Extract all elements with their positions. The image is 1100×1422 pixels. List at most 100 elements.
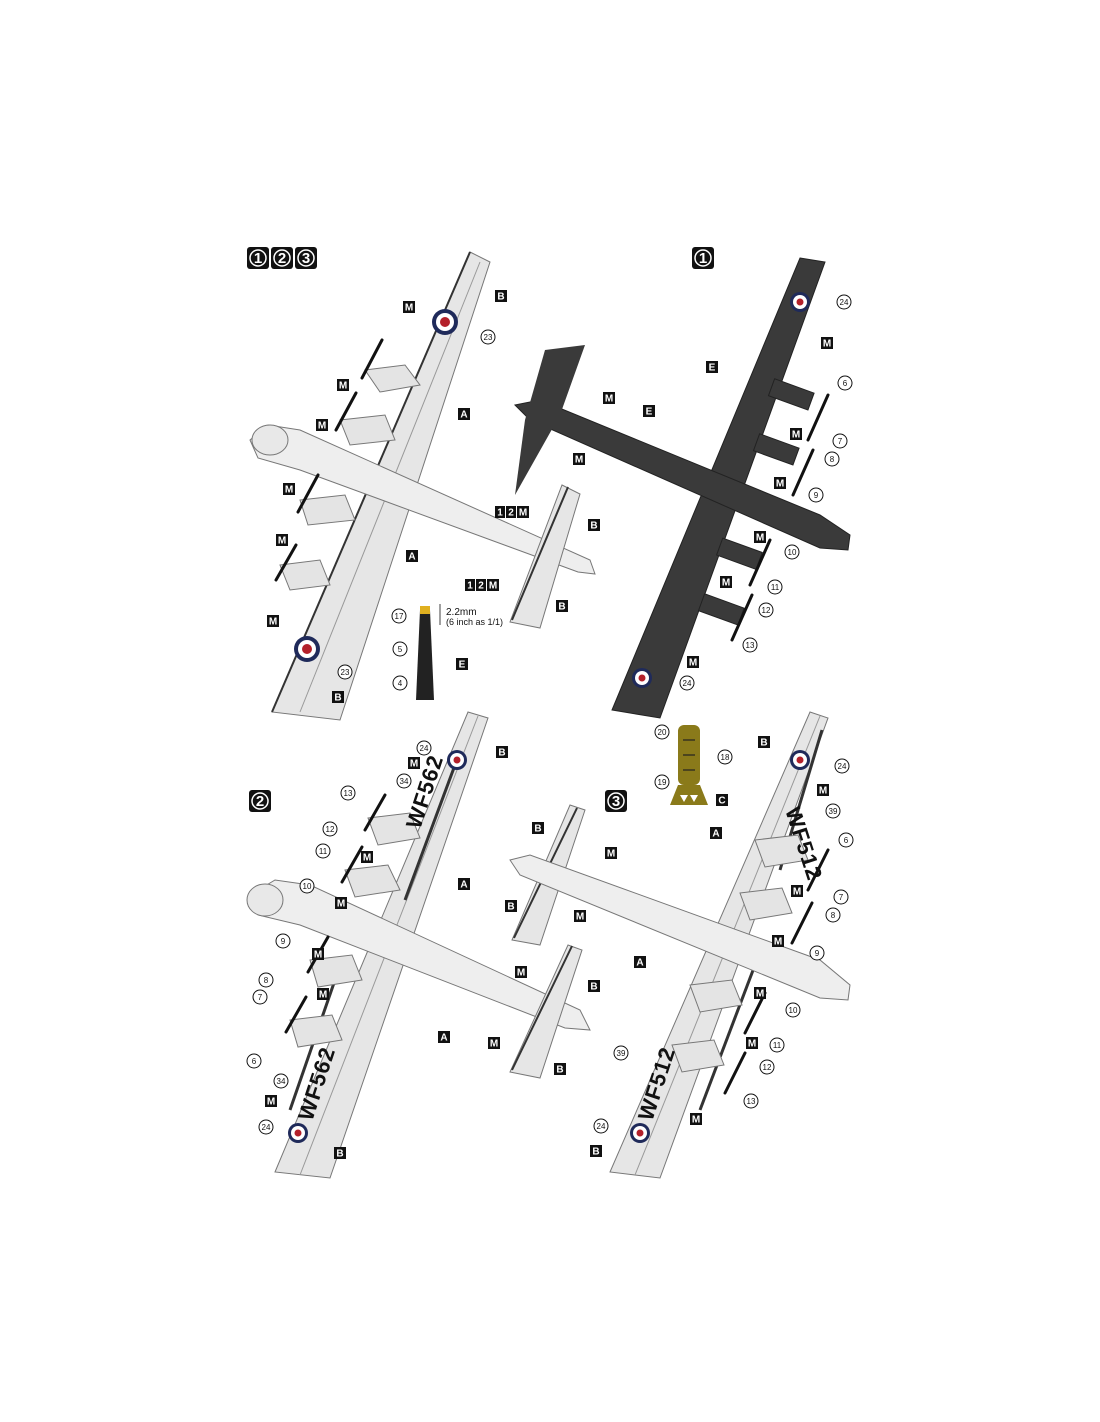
callout-letter-A: A (408, 552, 415, 563)
callout-box-scheme (465, 579, 475, 591)
roundel-dark-right-wing (790, 292, 810, 312)
callout-circle-18 (717, 749, 733, 765)
callout-circle-9 (275, 933, 291, 949)
callout-box-M (690, 1113, 702, 1125)
callout-letter-M: M (490, 1039, 498, 1050)
callout-number-9: 9 (814, 491, 819, 500)
roundel-scheme2-left (288, 1123, 308, 1143)
callout-circle-10 (784, 544, 800, 560)
callout-letter-B: B (334, 693, 341, 704)
callout-circle-17 (391, 608, 407, 624)
callout-box-E (456, 658, 468, 670)
callout-box-M (488, 1037, 500, 1049)
callout-circle-12 (322, 821, 338, 837)
callout-letter-M: M (517, 968, 525, 979)
callout-letter-B: B (556, 1065, 563, 1076)
callout-letter-M: M (819, 786, 827, 797)
callout-box-M (791, 885, 803, 897)
callout-letter-M: M (692, 1115, 700, 1126)
callout-circle-6 (837, 375, 853, 391)
roundel-upper-right-wing (432, 309, 458, 335)
callout-letter-B: B (592, 1147, 599, 1158)
callout-letter-M: M (337, 899, 345, 910)
callout-circle-13 (340, 785, 356, 801)
callout-number-17: 17 (395, 612, 404, 621)
callout-circle-7 (833, 889, 849, 905)
callout-box-B (758, 736, 770, 748)
callout-letter-M: M (793, 887, 801, 898)
callout-letter-M: M (405, 303, 413, 314)
callout-number-39: 39 (617, 1049, 626, 1058)
callout-box-A (458, 408, 470, 420)
callout-circle-19 (654, 774, 670, 790)
callout-box-M (487, 579, 499, 591)
callout-scheme-number: 1 (467, 581, 473, 592)
callout-circle-24 (836, 294, 852, 310)
callout-number-13: 13 (746, 641, 755, 650)
callout-number-9: 9 (815, 949, 820, 958)
callout-box-M (317, 988, 329, 1000)
callout-number-23: 23 (484, 333, 493, 342)
roundel-upper-left-wing (294, 636, 320, 662)
callout-letter-M: M (689, 658, 697, 669)
callout-scheme-number: 2 (478, 581, 484, 592)
callout-circle-20 (654, 724, 670, 740)
callout-number-9: 9 (281, 937, 286, 946)
callout-circle-23 (480, 329, 496, 345)
callout-letter-M: M (823, 339, 831, 350)
callout-letter-A: A (712, 829, 719, 840)
callout-box-M (687, 656, 699, 668)
callout-number-7: 7 (839, 893, 844, 902)
callout-box-M (720, 576, 732, 588)
callout-circle-8 (825, 907, 841, 923)
callout-circle-24 (593, 1118, 609, 1134)
callout-letter-A: A (440, 1033, 447, 1044)
callout-number-23: 23 (341, 668, 350, 677)
callout-letter-M: M (605, 394, 613, 405)
callout-letter-M: M (363, 853, 371, 864)
callout-box-M (790, 428, 802, 440)
callout-circle-4 (392, 675, 408, 691)
callout-box-M (817, 784, 829, 796)
callout-box-M (276, 534, 288, 546)
callout-number-8: 8 (831, 911, 836, 920)
callout-box-M (821, 337, 833, 349)
callout-box-B (334, 1147, 346, 1159)
callout-box-B (495, 290, 507, 302)
propeller-detail: 2.2mm (6 inch as 1/1) (416, 604, 503, 700)
callout-box-B (532, 822, 544, 834)
callout-number-4: 4 (398, 679, 403, 688)
callout-letter-E: E (709, 363, 716, 374)
callout-box-A (406, 550, 418, 562)
callout-number-11: 11 (773, 1041, 782, 1050)
callout-letter-B: B (590, 982, 597, 993)
callout-number-24: 24 (840, 298, 849, 307)
callout-box-A (710, 827, 722, 839)
callout-circle-11 (767, 579, 783, 595)
callout-box-M (335, 897, 347, 909)
callout-box-M (403, 301, 415, 313)
callout-number-34: 34 (400, 777, 409, 786)
callout-circle-8 (258, 972, 274, 988)
callout-letter-M: M (722, 578, 730, 589)
callout-letter-M: M (319, 990, 327, 1001)
callout-box-M (316, 419, 328, 431)
callout-box-B (332, 691, 344, 703)
badge-num-3: 3 (612, 793, 620, 810)
callout-box-B (496, 746, 508, 758)
callout-box-E (643, 405, 655, 417)
callout-box-M (408, 757, 420, 769)
callout-letter-M: M (278, 536, 286, 547)
badge-scheme-2: 2 (249, 790, 271, 812)
callout-labels: BMMMAMMAMBBBEMEMEMMMMMMBMMMAMMAMMBBMBBMA… (246, 290, 854, 1160)
callout-circle-24 (679, 675, 695, 691)
callout-number-12: 12 (763, 1063, 772, 1072)
callout-number-13: 13 (344, 789, 353, 798)
callout-letter-E: E (646, 407, 653, 418)
callout-letter-M: M (410, 759, 418, 770)
tailplane-silver (509, 484, 581, 629)
callout-box-M (265, 1095, 277, 1107)
callout-letter-M: M (285, 485, 293, 496)
callout-box-M (573, 453, 585, 465)
callout-box-M (361, 851, 373, 863)
